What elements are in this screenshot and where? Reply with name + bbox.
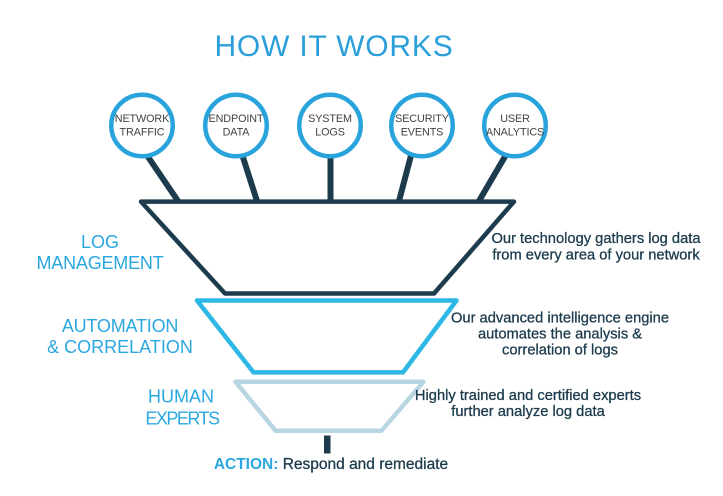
svg-text:NETWORK: NETWORK [115,113,170,125]
svg-text:HUMAN: HUMAN [148,387,214,407]
svg-text:automates the analysis &: automates the analysis & [478,327,642,343]
svg-text:EVENTS: EVENTS [401,127,444,139]
svg-text:TRAFFIC: TRAFFIC [120,127,165,139]
svg-text:AUTOMATION: AUTOMATION [62,316,178,336]
svg-text:Our advanced intelligence engi: Our advanced intelligence engine [451,311,669,327]
svg-text:ANALYTICS: ANALYTICS [486,127,544,139]
svg-text:SECURITY: SECURITY [395,113,449,125]
svg-text:further analyze log data: further analyze log data [451,404,605,420]
svg-text:SYSTEM: SYSTEM [308,113,352,125]
svg-text:from every area of your networ: from every area of your network [492,248,700,264]
svg-text:MANAGEMENT: MANAGEMENT [36,253,163,273]
svg-text:correlation of logs: correlation of logs [502,343,618,359]
svg-text:Highly trained and certified e: Highly trained and certified experts [415,388,641,404]
svg-text:ACTION: Respond and remediate: ACTION: Respond and remediate [214,456,448,473]
svg-text:LOGS: LOGS [315,127,345,139]
svg-text:& CORRELATION: & CORRELATION [47,337,193,357]
svg-text:USER: USER [500,113,530,125]
svg-text:ENDPOINT: ENDPOINT [209,113,264,125]
svg-text:EXPERTS: EXPERTS [145,409,220,429]
svg-text:Our technology gathers log dat: Our technology gathers log data [491,231,701,247]
svg-text:HOW IT WORKS: HOW IT WORKS [214,30,453,63]
svg-text:LOG: LOG [81,232,119,252]
svg-text:DATA: DATA [223,127,251,139]
